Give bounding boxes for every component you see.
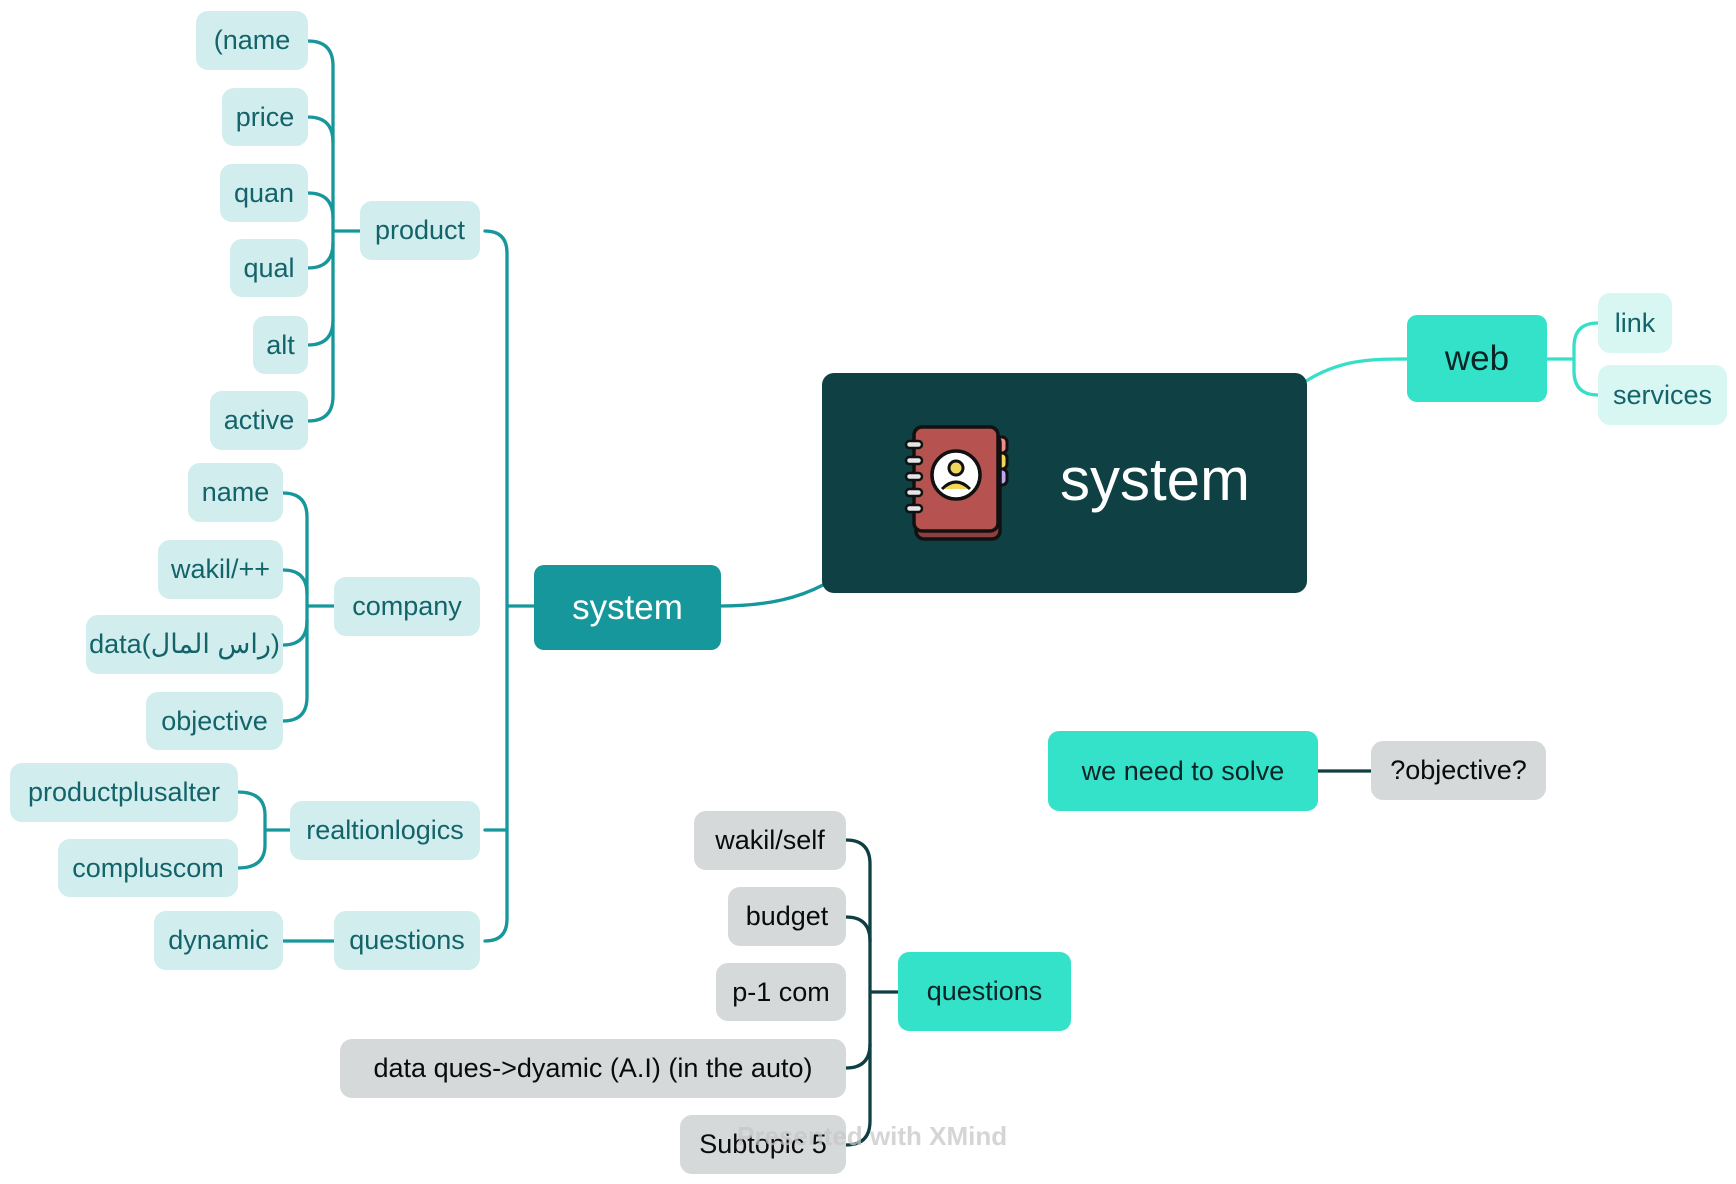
subtopic-realtionlogics[interactable]: realtionlogics (290, 801, 480, 860)
leaf-wakil-plus[interactable]: wakil/++ (158, 540, 283, 599)
connector-root-to-web (1304, 357, 1409, 383)
floating-connectors (844, 769, 1373, 1147)
subtopic-product[interactable]: product (360, 201, 480, 260)
leaf-quan[interactable]: quan (220, 164, 308, 222)
connector-product-leaves (306, 115, 335, 347)
floating-topic-questions[interactable]: questions (898, 952, 1071, 1031)
leaf-p1-com[interactable]: p-1 com (716, 963, 846, 1021)
connector-root-to-system (718, 583, 825, 608)
leaf-name-paren[interactable]: (name (196, 11, 308, 70)
leaf-active[interactable]: active (210, 391, 308, 450)
leaf-compluscom[interactable]: compluscom (58, 839, 238, 897)
connector-realtion-spine (236, 790, 292, 870)
subtopic-company[interactable]: company (334, 577, 480, 636)
leaf-dynamic[interactable]: dynamic (154, 911, 283, 970)
central-topic-label: system (1060, 446, 1251, 513)
leaf-name[interactable]: name (188, 463, 283, 522)
leaf-link[interactable]: link (1598, 293, 1672, 353)
connector-product-spine (306, 39, 362, 423)
connector-company-leaves (281, 568, 309, 647)
main-topic-web[interactable]: web (1407, 315, 1547, 402)
leaf-data-ques[interactable]: data ques->dyamic (A.I) (in the auto) (340, 1039, 846, 1098)
connector-questions-leaves (844, 915, 872, 1070)
leaf-data-capital[interactable]: data(راس المال) (86, 615, 283, 674)
connector-company-spine (281, 491, 336, 723)
leaf-qual[interactable]: qual (230, 239, 308, 297)
left-branch-connectors (236, 39, 825, 943)
leaf-productplusalter[interactable]: productplusalter (10, 763, 238, 822)
leaf-alt[interactable]: alt (253, 316, 308, 374)
leaf-subtopic-5[interactable]: Subtopic 5 (680, 1115, 846, 1174)
main-topic-system[interactable]: system (534, 565, 721, 650)
connector-questions-spine (844, 838, 900, 1147)
leaf-price[interactable]: price (222, 88, 308, 146)
floating-topic-we-need-to-solve[interactable]: we need to solve (1048, 731, 1318, 811)
leaf-objective-question[interactable]: ?objective? (1371, 741, 1546, 800)
leaf-services[interactable]: services (1598, 365, 1727, 425)
leaf-wakil-self[interactable]: wakil/self (694, 811, 846, 870)
leaf-budget[interactable]: budget (728, 887, 846, 946)
address-book-icon (904, 425, 1009, 541)
central-topic[interactable]: system (822, 373, 1307, 593)
watermark: Presented with XMind (737, 1121, 1008, 1151)
subtopic-questions-left[interactable]: questions (334, 911, 480, 970)
connector-web-children (1545, 321, 1600, 397)
leaf-objective[interactable]: objective (146, 692, 283, 750)
connector-system-spine (483, 229, 536, 943)
web-branch-connectors (1304, 321, 1600, 397)
